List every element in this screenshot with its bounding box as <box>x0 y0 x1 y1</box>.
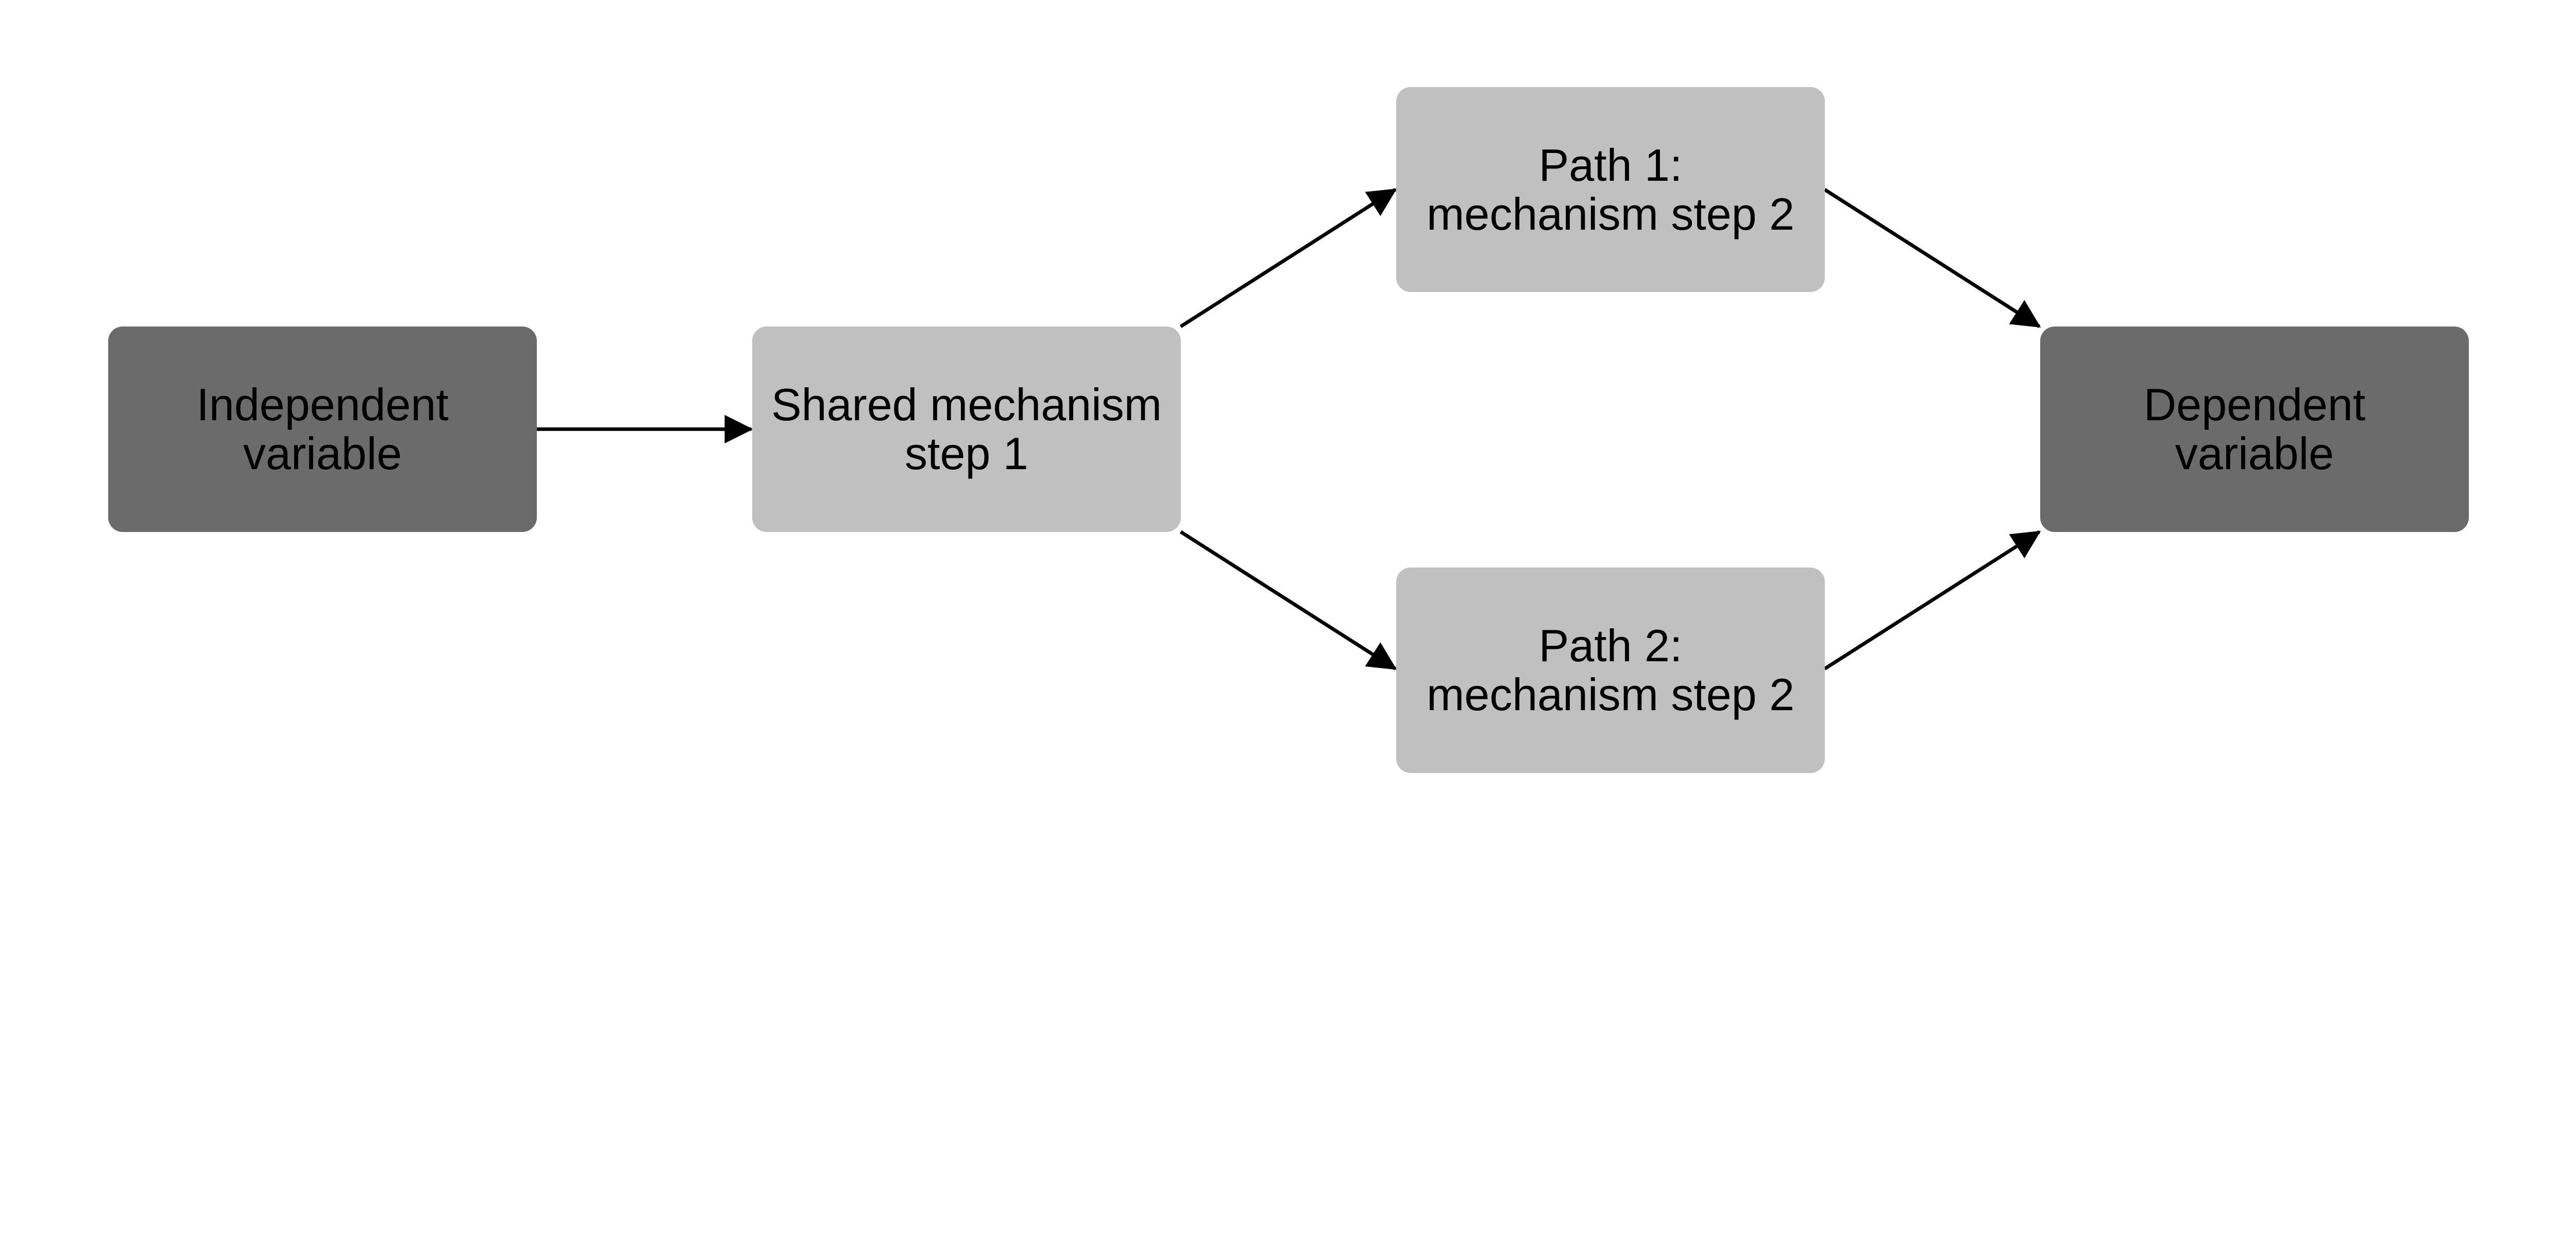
edge-shared-to-path1 <box>1179 188 1397 328</box>
node-label-line1: Path 1: <box>1538 140 1683 191</box>
node-label-line1: Shared mechanism <box>771 379 1162 431</box>
node-label-line1: Path 2: <box>1538 620 1683 672</box>
edge-path2-to-dependent <box>1823 530 2041 671</box>
node-label-line2: mechanism step 2 <box>1426 188 1795 240</box>
edges <box>536 188 2041 671</box>
node-label-line2: mechanism step 2 <box>1426 669 1795 720</box>
edge-shared-to-path2 <box>1179 530 1397 671</box>
node-independent-variable: Independent variable <box>108 326 537 532</box>
node-label-line2: step 1 <box>905 428 1028 479</box>
node-label-line1: Independent <box>196 379 449 431</box>
node-dependent-variable: Dependent variable <box>2040 326 2469 532</box>
mediation-diagram: Independent variable Shared mechanism st… <box>108 87 2469 773</box>
node-path-2: Path 2: mechanism step 2 <box>1396 568 1825 773</box>
node-shared-mechanism: Shared mechanism step 1 <box>752 326 1181 532</box>
node-label-line1: Dependent <box>2143 379 2366 431</box>
node-label-line2: variable <box>243 428 402 479</box>
node-label-line2: variable <box>2175 428 2334 479</box>
edge-path1-to-dependent <box>1823 188 2041 328</box>
node-path-1: Path 1: mechanism step 2 <box>1396 87 1825 293</box>
